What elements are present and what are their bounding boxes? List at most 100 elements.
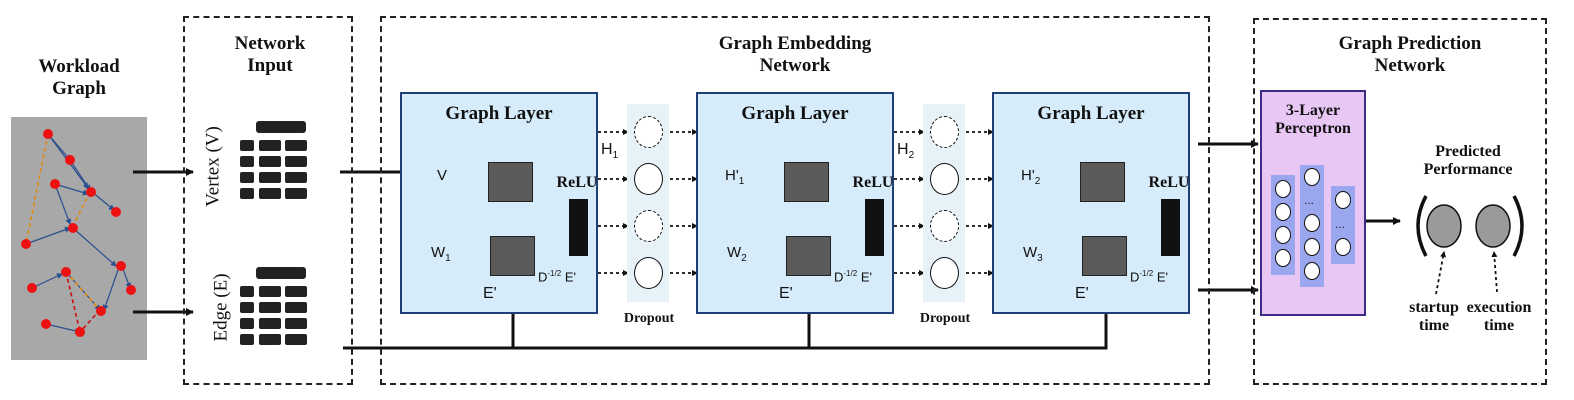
perceptron-output-node-2 (1335, 238, 1351, 256)
edge-table-icon-cell (285, 286, 307, 297)
edge-table-icon-cell (285, 334, 307, 345)
edge-table-icon-cell (285, 302, 307, 313)
layer-3-norm-label: D-1/2 E' (1130, 269, 1168, 285)
graph-prediction-section (1253, 18, 1547, 385)
perceptron-input-node-3 (1275, 226, 1291, 244)
layer-1-lower-box (490, 236, 535, 276)
vertex-table-icon-cell (259, 156, 281, 167)
edge-table-icon-cell (240, 302, 254, 313)
graph-layer-3-title: Graph Layer (1037, 103, 1145, 124)
layer-3-upper-box (1080, 162, 1125, 202)
perceptron-hidden-node-4 (1304, 262, 1320, 280)
layer-3-relu-bar (1161, 199, 1180, 256)
dropout-2-node-2 (930, 163, 959, 195)
graph-layer-3 (992, 92, 1190, 314)
edge-table-icon-cell (259, 318, 281, 329)
vertex-table-icon (240, 121, 306, 211)
vertex-table-icon-cell (285, 140, 307, 151)
graph-embedding-section (380, 16, 1210, 385)
layer-2-lower-box (786, 236, 831, 276)
graph-layer-2-title: Graph Layer (741, 103, 849, 124)
layer-3-relu-label: ReLU (1148, 174, 1190, 191)
edge-table-icon-cell (259, 334, 281, 345)
dropout-2-node-1 (930, 116, 959, 148)
layer-2-bottom-input: W2 (727, 244, 747, 264)
hidden-label-h1: H1 (601, 141, 619, 162)
layer-1-relu-bar (569, 199, 588, 256)
vertex-table-icon-cell (240, 140, 254, 151)
edge-table-icon-cell (285, 318, 307, 329)
dropout-1-node-2 (634, 163, 663, 195)
edge-table-icon-cell (240, 334, 254, 345)
layer-1-top-input: V (437, 167, 448, 184)
perceptron-output-dots: ... (1335, 217, 1346, 231)
dropout-1-label: Dropout (623, 311, 675, 326)
perceptron-hidden-node-3 (1304, 238, 1320, 256)
layer-2-relu-bar (865, 199, 884, 256)
perceptron-output-node-1 (1335, 191, 1351, 209)
layer-2-norm-label: D-1/2 E' (834, 269, 872, 285)
network-input-section (183, 16, 353, 385)
edge-table-icon-cell (240, 286, 254, 297)
perceptron-hidden-node-2 (1304, 214, 1320, 232)
dropout-1-node-4 (634, 257, 663, 289)
vertex-table-icon-cell (259, 172, 281, 183)
dropout-1-node-3 (634, 210, 663, 242)
layer-2-upper-box (784, 162, 829, 202)
perceptron-input-node-2 (1275, 203, 1291, 221)
edge-bus-line (343, 303, 1108, 350)
dropout-2-label: Dropout (919, 311, 971, 326)
workload-graph-image (11, 117, 147, 360)
edge-table-icon-cell (259, 286, 281, 297)
vertex-table-icon-cell (285, 172, 307, 183)
edge-table-icon-cell (240, 318, 254, 329)
perceptron-input-node-1 (1275, 180, 1291, 198)
dropout-1-node-1 (634, 116, 663, 148)
edge-table-icon-cell (259, 302, 281, 313)
vertex-table-icon-cell (285, 156, 307, 167)
perceptron-hidden-dots: ... (1304, 193, 1315, 207)
perceptron-hidden-node-1 (1304, 168, 1320, 186)
layer-2-relu-label: ReLU (852, 174, 894, 191)
vertex-table-icon-cell (240, 156, 254, 167)
layer-1-norm-label: D-1/2 E' (538, 269, 576, 285)
vertex-table-icon-cell (240, 188, 254, 199)
layer-2-top-input: H'1 (725, 167, 745, 187)
layer-3-edge-label: E' (1075, 285, 1089, 302)
left-parenthesis (1416, 195, 1428, 257)
layer-3-lower-box (1082, 236, 1127, 276)
layer-3-top-input: H'2 (1021, 167, 1041, 187)
graph-layer-1-title: Graph Layer (445, 103, 553, 124)
layer-2-edge-label: E' (779, 285, 793, 302)
hidden-label-h2: H2 (897, 141, 915, 162)
vertex-table-icon-cell (259, 140, 281, 151)
graph-layer-2 (696, 92, 894, 314)
startup-time-output-node (1426, 204, 1462, 248)
execution-time-output-node (1475, 204, 1511, 248)
perceptron-input-node-4 (1275, 249, 1291, 267)
dropout-2-node-3 (930, 210, 959, 242)
layer-1-relu-label: ReLU (556, 174, 598, 191)
layer-1-edge-label: E' (483, 285, 497, 302)
layer-1-bottom-input: W1 (431, 244, 451, 264)
graph-layer-1 (400, 92, 598, 314)
dropout-2-node-4 (930, 257, 959, 289)
edge-label: Edge (E) (210, 273, 232, 342)
edge-table-icon (240, 267, 306, 357)
vertex-label: Vertex (V) (202, 126, 224, 207)
vertex-table-icon-cell (259, 188, 281, 199)
layer-1-upper-box (488, 162, 533, 202)
right-parenthesis (1512, 195, 1524, 257)
vertex-table-icon-cell (285, 188, 307, 199)
vertex-table-icon-cell (240, 172, 254, 183)
layer-3-bottom-input: W3 (1023, 244, 1043, 264)
